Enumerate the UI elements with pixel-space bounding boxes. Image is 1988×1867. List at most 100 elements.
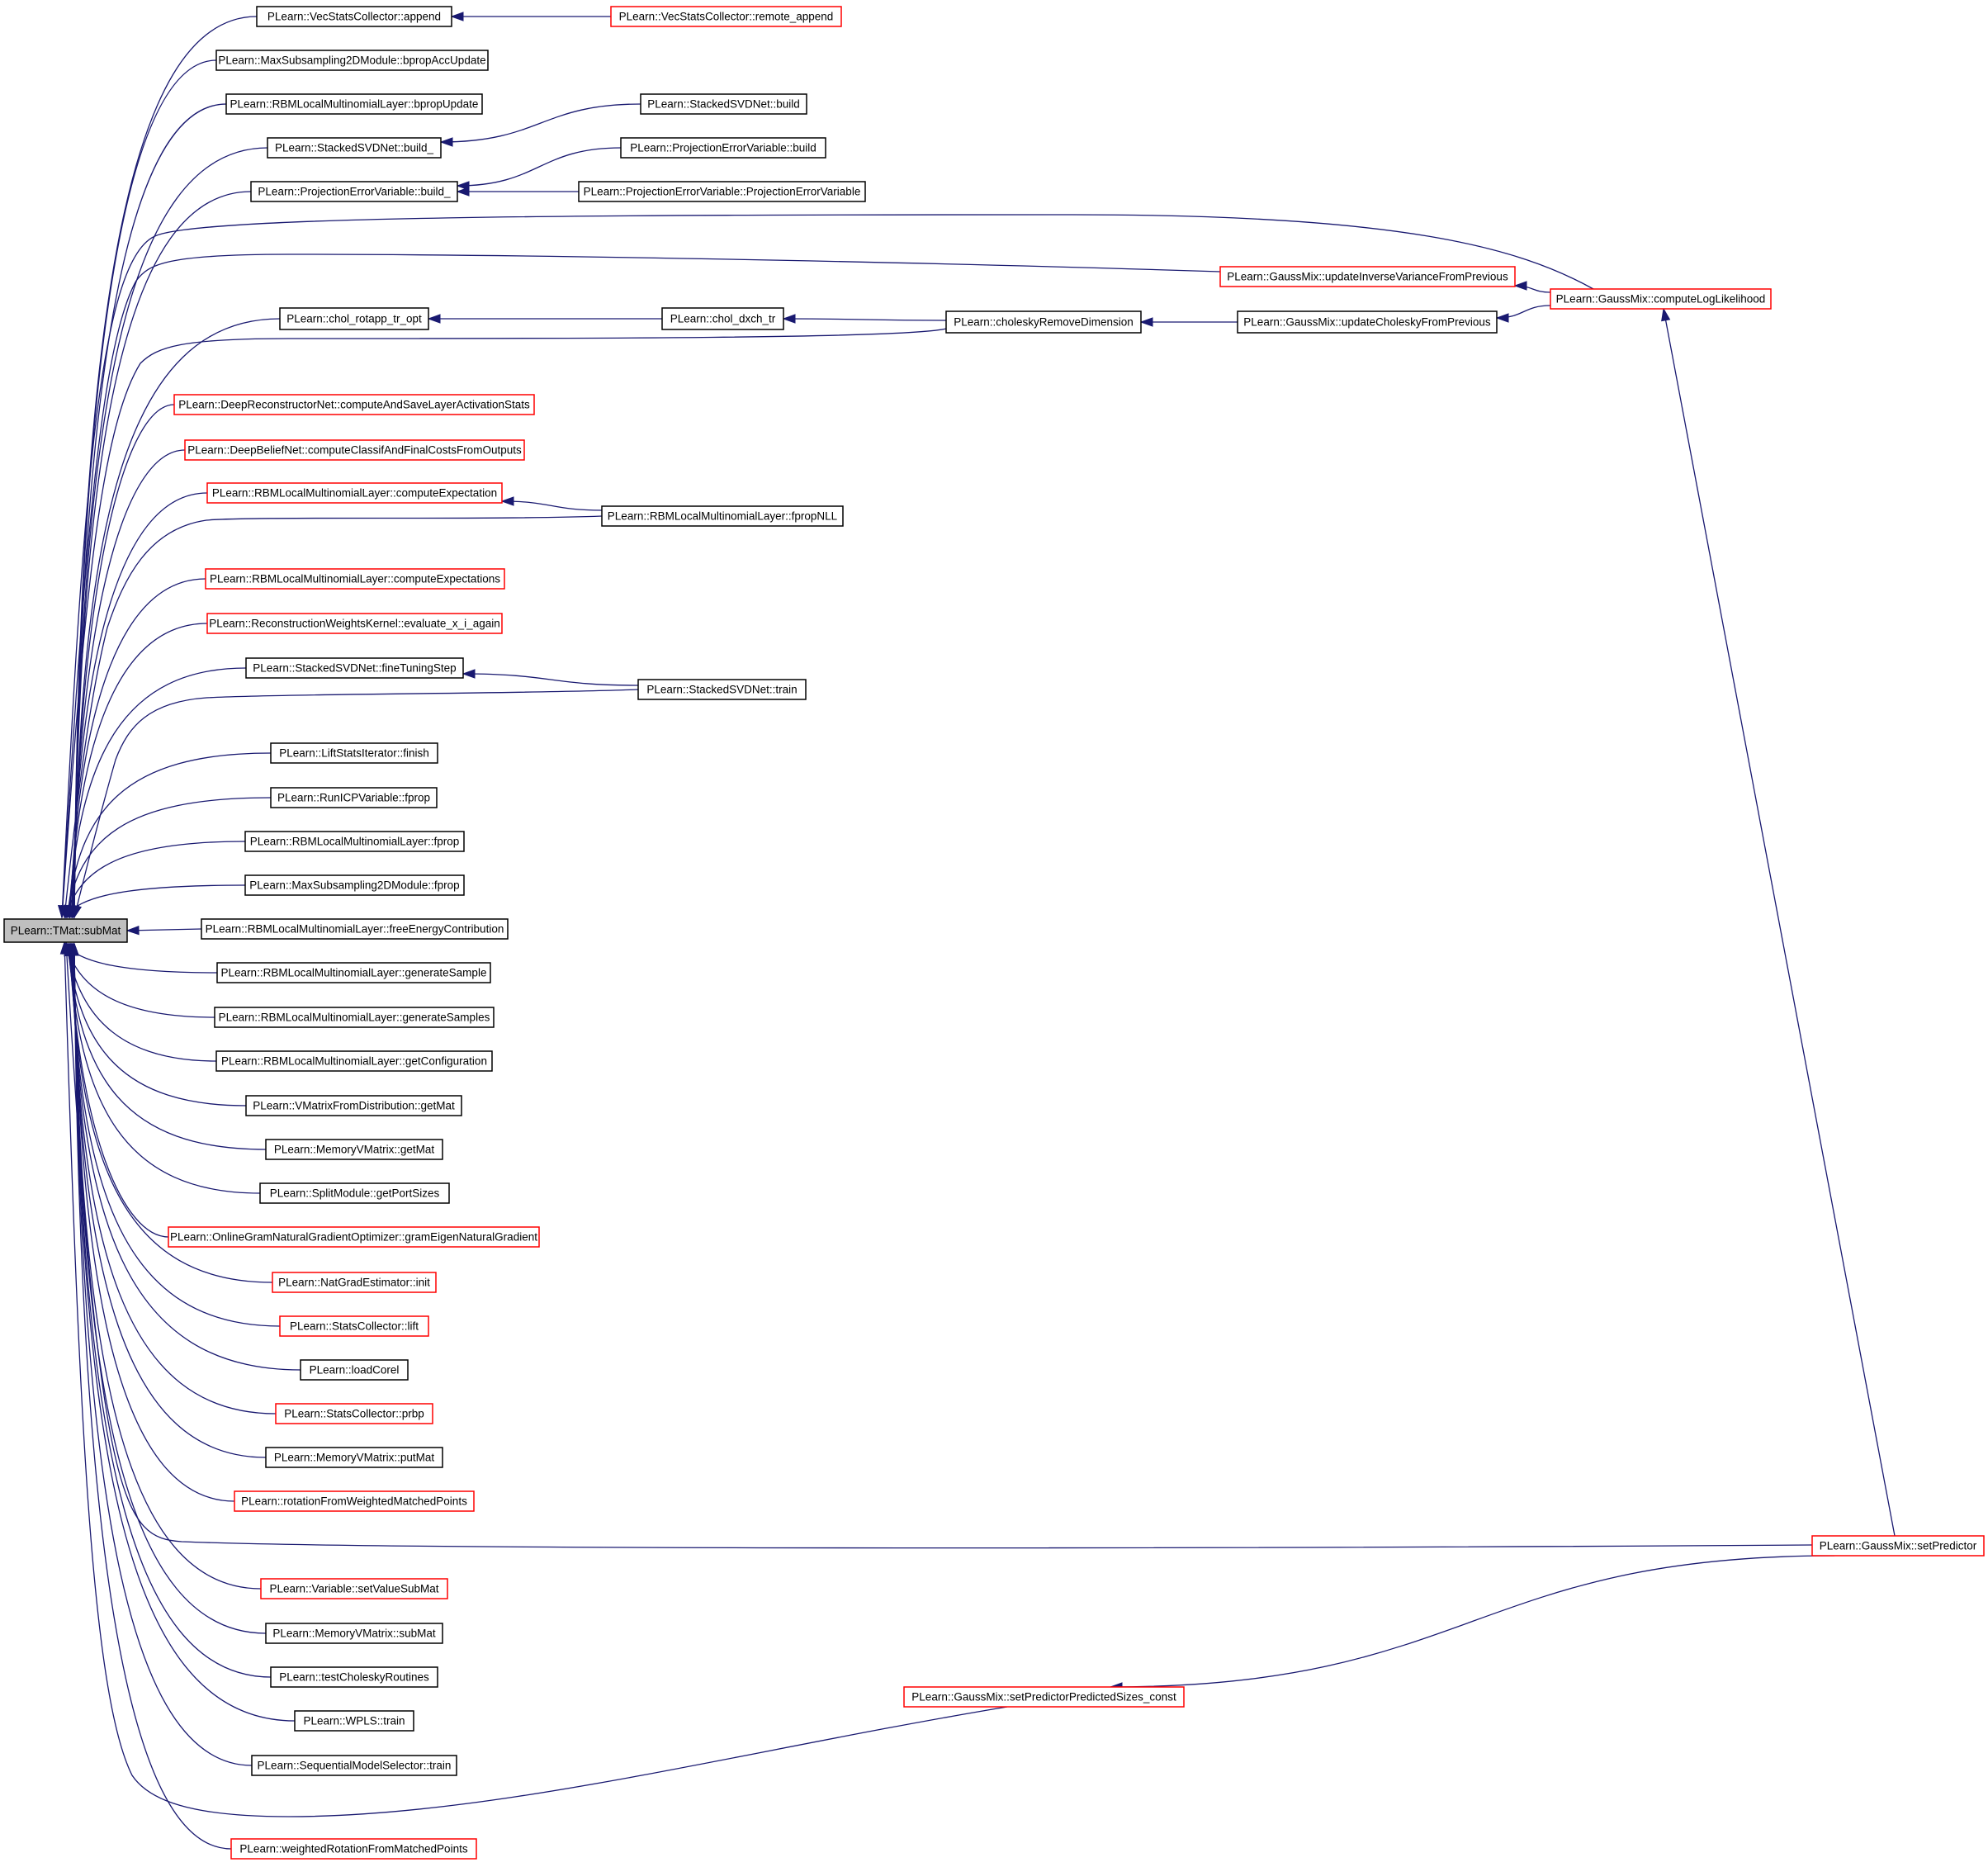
node-mvm-getmat[interactable]: PLearn::MemoryVMatrix::getMat <box>265 1139 443 1160</box>
node-split-gps[interactable]: PLearn::SplitModule::getPortSizes <box>259 1182 450 1204</box>
node-label: PLearn::GaussMix::computeLogLikelihood <box>1556 293 1766 306</box>
node-box <box>601 505 844 527</box>
node-label: PLearn::chol_rotapp_tr_opt <box>286 313 422 325</box>
node-lsi-finish[interactable]: PLearn::LiftStatsIterator::finish <box>270 742 438 764</box>
node-chol-rot[interactable]: PLearn::chol_rotapp_tr_opt <box>279 307 429 330</box>
node-box <box>267 137 442 159</box>
node-label: PLearn::ProjectionErrorVariable::build <box>630 142 816 154</box>
node-label: PLearn::VecStatsCollector::remote_append <box>619 11 834 23</box>
node-sc-lift[interactable]: PLearn::StatsCollector::lift <box>279 1315 429 1337</box>
edge-pev_build_-to-root <box>69 191 252 919</box>
node-root[interactable]: PLearn::TMat::subMat <box>3 918 128 943</box>
node-gm-cll[interactable]: PLearn::GaussMix::computeLogLikelihood <box>1550 288 1772 310</box>
node-rbm-fprop[interactable]: PLearn::RBMLocalMultinomialLayer::fprop <box>244 831 465 852</box>
node-msub-fprop[interactable]: PLearn::MaxSubsampling2DModule::fprop <box>244 874 465 896</box>
node-box <box>216 962 491 983</box>
node-nge-init[interactable]: PLearn::NatGradEstimator::init <box>272 1272 437 1293</box>
node-rotwmp[interactable]: PLearn::rotationFromWeightedMatchedPoint… <box>234 1490 475 1512</box>
node-box <box>225 93 483 115</box>
node-box <box>173 394 535 415</box>
node-rbm-fpropnll[interactable]: PLearn::RBMLocalMultinomialLayer::fpropN… <box>601 505 844 527</box>
node-label: PLearn::TMat::subMat <box>11 925 121 937</box>
node-vsc-remote[interactable]: PLearn::VecStatsCollector::remote_append <box>610 6 842 27</box>
node-box <box>1237 310 1498 334</box>
node-label: PLearn::StatsCollector::prbp <box>284 1408 424 1420</box>
node-pev-build[interactable]: PLearn::ProjectionErrorVariable::build <box>620 137 826 159</box>
node-label: PLearn::rotationFromWeightedMatchedPoint… <box>241 1495 467 1508</box>
node-mvm-submat[interactable]: PLearn::MemoryVMatrix::subMat <box>265 1623 443 1644</box>
node-rbm-gensample[interactable]: PLearn::RBMLocalMultinomialLayer::genera… <box>216 962 491 983</box>
node-box <box>1219 266 1516 287</box>
node-label: PLearn::SplitModule::getPortSizes <box>270 1187 440 1200</box>
node-msub-bprop[interactable]: PLearn::MaxSubsampling2DModule::bpropAcc… <box>215 50 489 71</box>
node-label: PLearn::RunICPVariable::fprop <box>277 792 430 804</box>
node-label: PLearn::GaussMix::updateInverseVarianceF… <box>1227 271 1508 283</box>
edge-ssvd_build-to-ssvd_build_ <box>439 103 641 147</box>
node-sms-train[interactable]: PLearn::SequentialModelSelector::train <box>251 1755 457 1776</box>
node-rbm-bprop[interactable]: PLearn::RBMLocalMultinomialLayer::bpropU… <box>225 93 483 115</box>
node-box <box>245 657 464 679</box>
node-dbn-compute[interactable]: PLearn::DeepBeliefNet::computeClassifAnd… <box>184 439 525 461</box>
node-gm-uivfp[interactable]: PLearn::GaussMix::updateInverseVarianceF… <box>1219 266 1516 287</box>
node-label: PLearn::RBMLocalMultinomialLayer::comput… <box>210 573 500 585</box>
node-chol-dxch[interactable]: PLearn::chol_dxch_tr <box>661 307 784 330</box>
node-mvm-putmat[interactable]: PLearn::MemoryVMatrix::putMat <box>265 1447 443 1468</box>
node-box <box>214 1007 495 1028</box>
node-box <box>265 1623 443 1644</box>
node-pev-build-[interactable]: PLearn::ProjectionErrorVariable::build_ <box>250 181 458 202</box>
node-gm-setpred[interactable]: PLearn::GaussMix::setPredictor <box>1811 1535 1985 1557</box>
node-gm-ucfp[interactable]: PLearn::GaussMix::updateCholeskyFromPrev… <box>1237 310 1498 334</box>
node-ssvd-build[interactable]: PLearn::StackedSVDNet::build <box>640 93 807 115</box>
node-label: PLearn::weightedRotationFromMatchedPoint… <box>239 1843 467 1855</box>
node-drn-compute[interactable]: PLearn::DeepReconstructorNet::computeAnd… <box>173 394 535 415</box>
edge-gm_cll-to-gm_uivfp <box>1513 281 1551 293</box>
node-vsc-append[interactable]: PLearn::VecStatsCollector::append <box>256 6 452 27</box>
node-box <box>244 874 465 896</box>
node-ssvd-finetune[interactable]: PLearn::StackedSVDNet::fineTuningStep <box>245 657 464 679</box>
node-box <box>275 1403 433 1424</box>
node-box <box>279 1315 429 1337</box>
node-rbm-fec[interactable]: PLearn::RBMLocalMultinomialLayer::freeEn… <box>201 918 509 940</box>
node-ssvd-train[interactable]: PLearn::StackedSVDNet::train <box>637 679 807 700</box>
node-layer: PLearn::TMat::subMat PLearn::VecStatsColl… <box>3 6 1985 1860</box>
node-box <box>945 310 1142 334</box>
node-box <box>184 439 525 461</box>
node-label: PLearn::loadCorel <box>310 1364 400 1377</box>
node-loadcorel[interactable]: PLearn::loadCorel <box>300 1359 409 1381</box>
node-wpls-train[interactable]: PLearn::WPLS::train <box>294 1710 414 1732</box>
node-label: PLearn::ReconstructionWeightsKernel::eva… <box>209 618 499 630</box>
node-testchol[interactable]: PLearn::testCholeskyRoutines <box>270 1666 438 1688</box>
node-rbm-cexp[interactable]: PLearn::RBMLocalMultinomialLayer::comput… <box>206 482 503 504</box>
node-box <box>270 1666 438 1688</box>
edge-pev_build-to-pev_build_ <box>456 147 622 191</box>
node-label: PLearn::StackedSVDNet::train <box>646 684 797 696</box>
node-wrotwmp[interactable]: PLearn::weightedRotationFromMatchedPoint… <box>230 1838 477 1860</box>
node-label: PLearn::StackedSVDNet::build_ <box>275 142 434 154</box>
node-ognat-gram[interactable]: PLearn::OnlineGramNaturalGradientOptimiz… <box>168 1226 540 1248</box>
node-vmfd-getmat[interactable]: PLearn::VMatrixFromDistribution::getMat <box>245 1095 462 1116</box>
node-rbm-gensamples[interactable]: PLearn::RBMLocalMultinomialLayer::genera… <box>214 1007 495 1028</box>
node-runicp-fprop[interactable]: PLearn::RunICPVariable::fprop <box>270 787 438 808</box>
node-pev-ctor[interactable]: PLearn::ProjectionErrorVariable::Project… <box>578 181 866 202</box>
node-label: PLearn::MaxSubsampling2DModule::fprop <box>249 879 459 892</box>
edge-gm_sppsc-to-root <box>59 941 1008 1817</box>
edge-var_svsm-to-root <box>69 942 262 1590</box>
node-chol-rmdim[interactable]: PLearn::choleskyRemoveDimension <box>945 310 1142 334</box>
node-gm-sppsc[interactable]: PLearn::GaussMix::setPredictorPredictedS… <box>903 1686 1185 1708</box>
edge-rotwmp-to-root <box>69 942 235 1502</box>
node-label: PLearn::ProjectionErrorVariable::build_ <box>258 186 451 198</box>
node-label: PLearn::OnlineGramNaturalGradientOptimiz… <box>170 1231 537 1244</box>
node-rwk-eval[interactable]: PLearn::ReconstructionWeightsKernel::eva… <box>206 613 503 634</box>
edge-gm_setpred-to-gm_cll <box>1661 307 1896 1537</box>
node-box <box>294 1710 414 1732</box>
node-label: PLearn::NatGradEstimator::init <box>278 1277 430 1289</box>
node-rbm-cexps[interactable]: PLearn::RBMLocalMultinomialLayer::comput… <box>205 568 505 590</box>
node-label: PLearn::RBMLocalMultinomialLayer::fprop <box>250 836 460 848</box>
node-var-svsm[interactable]: PLearn::Variable::setValueSubMat <box>260 1578 448 1599</box>
edge-vsc_remote-to-vsc_append <box>450 12 611 21</box>
node-box <box>230 1838 477 1860</box>
node-sc-prbp[interactable]: PLearn::StatsCollector::prbp <box>275 1403 433 1424</box>
node-rbm-getconf[interactable]: PLearn::RBMLocalMultinomialLayer::getCon… <box>215 1050 493 1072</box>
node-ssvd-build-[interactable]: PLearn::StackedSVDNet::build_ <box>267 137 442 159</box>
node-label: PLearn::RBMLocalMultinomialLayer::freeEn… <box>206 923 504 936</box>
